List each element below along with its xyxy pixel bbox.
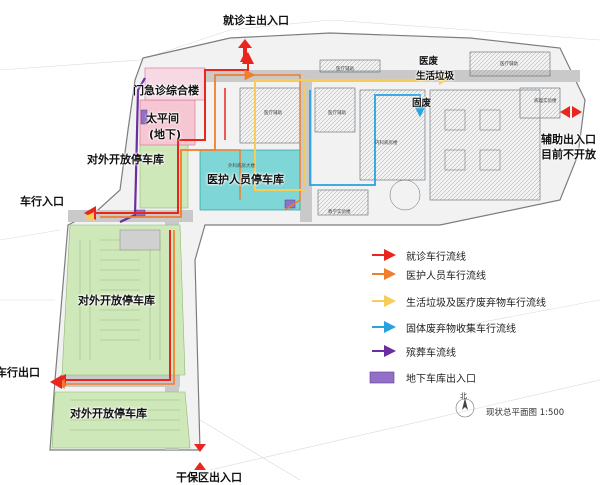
legend-text: 地下车库出入口 [406, 373, 476, 385]
aux-closed-label: 目前不开放 [541, 148, 596, 161]
legend-item-visitor: 就诊车行流线 [370, 247, 466, 263]
building-label-8: 病理实验楼 [534, 99, 557, 104]
morgue-zone [139, 99, 196, 146]
flow-staff [100, 69, 256, 218]
main-entrance-label: 就诊主出入口 [223, 14, 289, 27]
flow-waste [255, 71, 452, 86]
scale-caption: 现状总平面图 1:500 [486, 408, 565, 418]
legend-text: 医护人员车行流线 [406, 270, 486, 282]
building-label-3: 医疗辅助 [264, 111, 282, 116]
legend-item-staff: 医护人员车行流线 [370, 266, 486, 282]
building-label-1: 医疗辅助 [336, 67, 354, 72]
medical-waste-label: 医废 [419, 56, 439, 67]
cadre-entrance-label: 干保区出入口 [176, 471, 242, 484]
emergency-building-zone [144, 67, 206, 101]
public-garage-label-3: 对外开放停车库 [70, 407, 147, 420]
staff-garage-label: 医护人员停车库 [207, 173, 284, 186]
north-label: 北 [460, 392, 467, 400]
solid-waste-label: 固废 [412, 98, 432, 109]
building-label-2: 医疗辅助 [328, 111, 346, 116]
car-entry-label: 车行入口 [20, 195, 64, 208]
legend-text: 殡葬车流线 [406, 347, 456, 359]
legend-symbols [369, 249, 396, 384]
building-label-6: 教学实验楼 [328, 210, 351, 215]
aux-entrance-label: 辅助出入口 [541, 133, 596, 146]
car-exit-label: 车行出口 [0, 366, 40, 379]
building-label-4: 医疗辅助 [500, 62, 518, 67]
building-label-5: 内科病房楼 [375, 141, 398, 146]
legend-text: 生活垃圾及医疗废弃物车行流线 [406, 297, 546, 309]
morgue-sub-label: (地下) [149, 128, 182, 141]
public-garage-label-1: 对外开放停车库 [87, 153, 164, 166]
green-zone-public-garage-north [139, 139, 189, 209]
flow-solid-waste [309, 90, 426, 186]
staff-garage-zone [199, 149, 301, 211]
building-label-7: 外科病房大楼 [228, 164, 255, 169]
legend-item-waste: 生活垃圾及医疗废弃物车行流线 [370, 293, 546, 309]
morgue-label: 太平间 [146, 112, 179, 125]
legend-item-garage-entrance: 地下车库出入口 [370, 369, 476, 385]
legend-item-solid-waste: 固体废弃物收集车行流线 [370, 319, 516, 335]
legend-text: 固体废弃物收集车行流线 [406, 323, 516, 335]
legend-text: 就诊车行流线 [406, 251, 466, 263]
north-arrow [455, 398, 475, 418]
domestic-waste-label: 生活垃圾 [416, 71, 455, 82]
public-garage-label-2: 对外开放停车库 [78, 294, 155, 307]
legend-item-hearse: 殡葬车流线 [370, 343, 456, 359]
emergency-building-label: 门急诊综合楼 [133, 84, 199, 97]
